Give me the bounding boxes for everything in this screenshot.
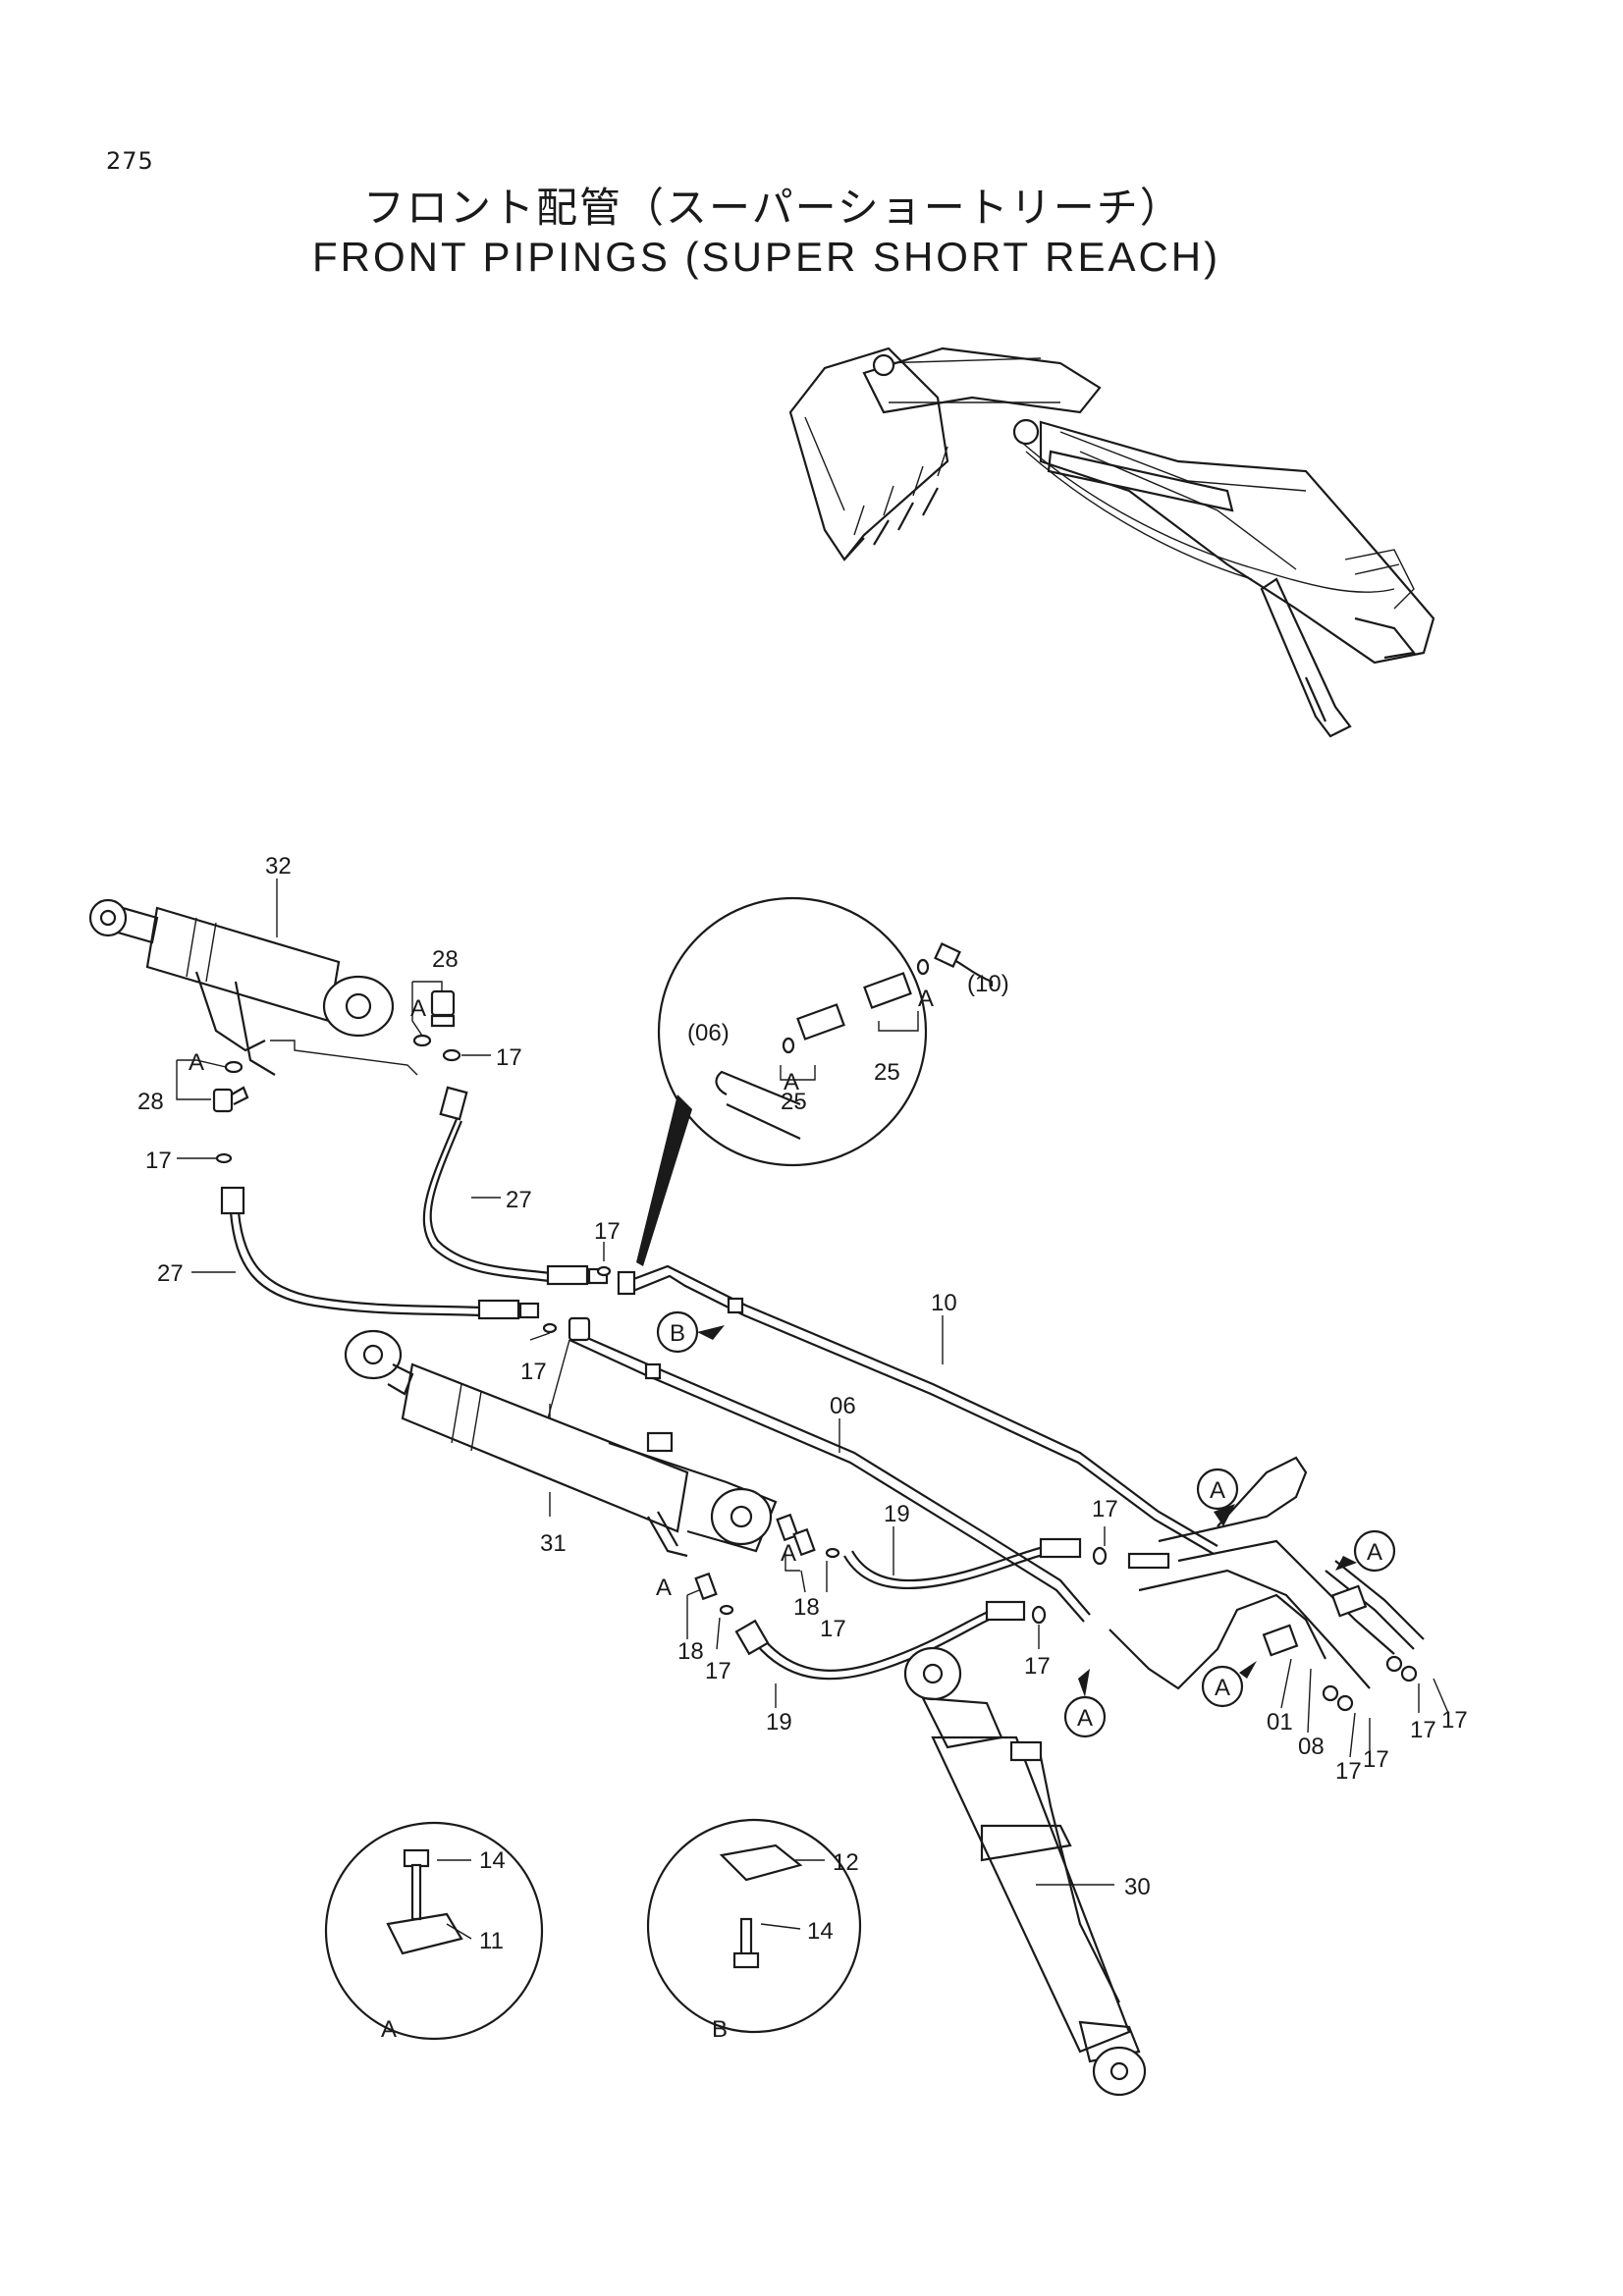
callout-17-g: 17 bbox=[1092, 1496, 1118, 1522]
leader-lines bbox=[176, 879, 1449, 1886]
callout-18-upper: 18 bbox=[793, 1594, 820, 1621]
callout-17-a: 17 bbox=[496, 1044, 522, 1071]
callout-27-upper: 27 bbox=[506, 1187, 532, 1213]
callout-30: 30 bbox=[1124, 1874, 1151, 1900]
callout-19-upper: 19 bbox=[884, 1501, 910, 1527]
callout-19-lower: 19 bbox=[766, 1709, 792, 1735]
callout-01: 01 bbox=[1267, 1709, 1293, 1735]
markers bbox=[656, 1310, 1396, 1738]
callout-12: 12 bbox=[833, 1849, 859, 1876]
callout-17-k: 17 bbox=[1410, 1717, 1436, 1743]
callout-17-f: 17 bbox=[705, 1658, 731, 1684]
pipe-10 bbox=[617, 1264, 1218, 1555]
circle-marker-a-1: A bbox=[1210, 1477, 1225, 1504]
title-japanese: フロント配管（スーパーショートリーチ） bbox=[363, 184, 1183, 232]
ref-06: (06) bbox=[687, 1020, 730, 1046]
callout-10: 10 bbox=[931, 1290, 957, 1316]
callout-06: 06 bbox=[830, 1393, 856, 1419]
callout-31: 31 bbox=[540, 1530, 567, 1557]
marker-a-detail-1: A bbox=[784, 1069, 799, 1095]
callout-labels: 32 28 A 17 A 28 17 27 27 17 17 10 06 31 … bbox=[137, 853, 1468, 2043]
ref-10: (10) bbox=[967, 971, 1009, 997]
callout-11: 11 bbox=[479, 1928, 504, 1954]
cylinder-30 bbox=[903, 1646, 1147, 2097]
marker-a-label-1: A bbox=[410, 995, 426, 1022]
detail-view-a bbox=[324, 1821, 544, 2041]
marker-a-label-3: A bbox=[781, 1540, 796, 1567]
cylinder-32 bbox=[88, 898, 418, 1076]
cylinder-31 bbox=[344, 1329, 778, 1558]
callout-28-lower: 28 bbox=[137, 1089, 164, 1115]
excavator-overview bbox=[788, 347, 1435, 738]
callout-25-right: 25 bbox=[874, 1059, 900, 1086]
detail-a-label: A bbox=[381, 2016, 397, 2043]
circle-marker-a-3: A bbox=[1215, 1675, 1230, 1701]
circle-marker-a-2: A bbox=[1367, 1539, 1382, 1566]
fittings-mid bbox=[542, 1265, 1108, 1625]
callout-25-left: 25 bbox=[781, 1089, 807, 1115]
hose-27-lower bbox=[220, 1186, 540, 1320]
callout-17-c: 17 bbox=[594, 1218, 621, 1245]
pipe-bundle-right bbox=[1109, 1456, 1425, 1712]
marker-a-label-4: A bbox=[656, 1575, 672, 1601]
callout-17-j: 17 bbox=[1363, 1746, 1389, 1773]
callout-27-lower: 27 bbox=[157, 1260, 184, 1287]
callout-14-b: 14 bbox=[807, 1918, 834, 1945]
detail-circle-pipe-joint bbox=[636, 896, 994, 1266]
detail-view-b bbox=[646, 1818, 862, 2034]
callout-08: 08 bbox=[1298, 1734, 1325, 1760]
callout-17-b: 17 bbox=[145, 1148, 172, 1174]
page-number: 275 bbox=[106, 147, 154, 175]
marker-a-detail-2: A bbox=[918, 986, 934, 1012]
circle-marker-a-4: A bbox=[1077, 1705, 1093, 1732]
title-english: FRONT PIPINGS (SUPER SHORT REACH) bbox=[312, 234, 1221, 280]
callout-17-l: 17 bbox=[1441, 1707, 1468, 1734]
callout-17-e: 17 bbox=[820, 1616, 846, 1642]
hose-19-lower bbox=[734, 1600, 1026, 1681]
callout-28-upper: 28 bbox=[432, 946, 459, 973]
pipe-06 bbox=[568, 1297, 1091, 1623]
callout-17-d: 17 bbox=[520, 1359, 547, 1385]
callout-17-i: 17 bbox=[1335, 1758, 1362, 1785]
circle-marker-b: B bbox=[670, 1320, 685, 1347]
callout-32: 32 bbox=[265, 853, 292, 880]
callout-18-lower: 18 bbox=[677, 1638, 704, 1665]
hose-27-upper bbox=[422, 1086, 609, 1286]
callout-14-a: 14 bbox=[479, 1847, 506, 1874]
detail-b-label: B bbox=[712, 2016, 728, 2043]
callout-17-h: 17 bbox=[1024, 1653, 1051, 1680]
hose-19-upper bbox=[843, 1537, 1082, 1590]
marker-a-label-2: A bbox=[189, 1049, 204, 1076]
